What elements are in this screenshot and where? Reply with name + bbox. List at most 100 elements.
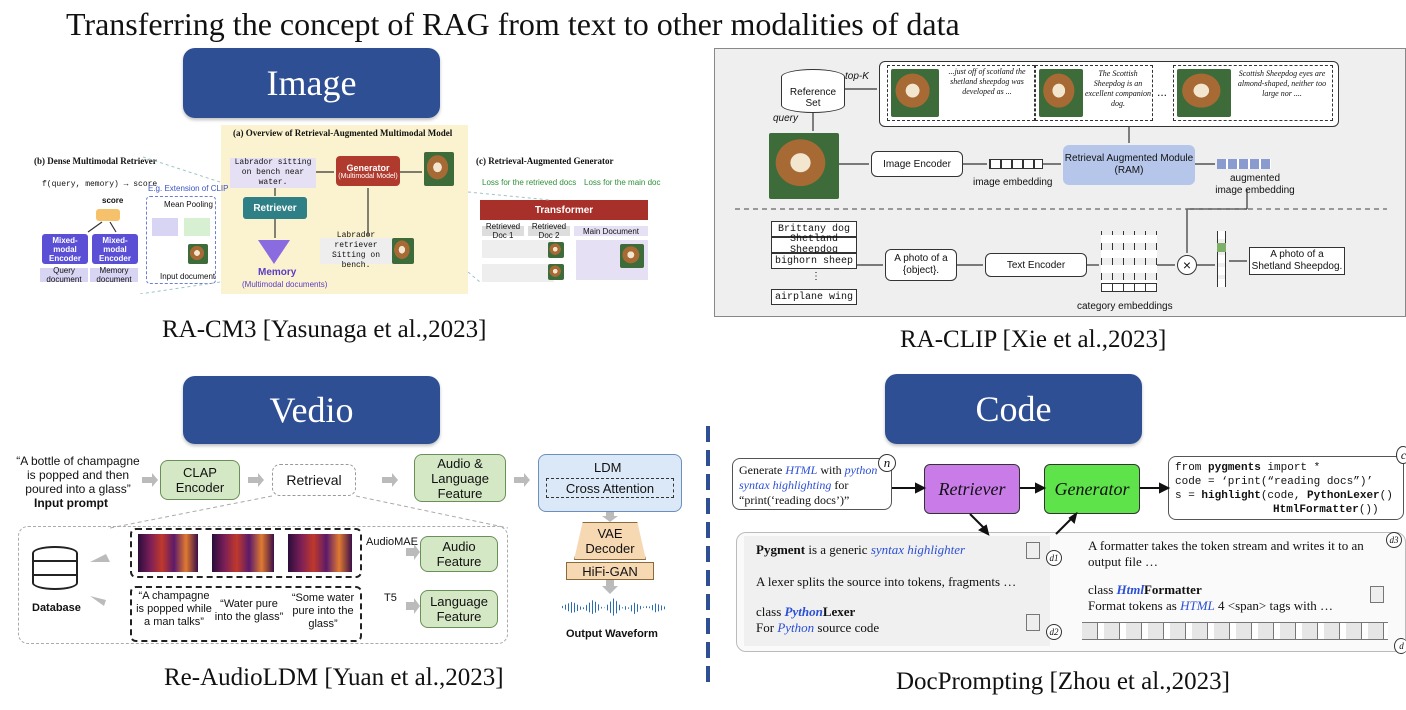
- ref-item-3: [1173, 65, 1333, 121]
- loss-retrieved-label: Loss for the retrieved docs: [482, 178, 577, 187]
- input-prompt-label: Input prompt: [34, 496, 108, 510]
- dp-code-import: import *: [1260, 462, 1321, 474]
- dp-doc-format-post: 4 <span> tags with …: [1214, 598, 1334, 613]
- dp-code-formatter: HtmlFormatter: [1273, 504, 1359, 516]
- memory-gem-icon: [258, 240, 290, 264]
- dp-generator-box: Generator: [1044, 464, 1140, 514]
- ref-text-2: The Scottish Sheepdog is an excellent co…: [1085, 69, 1151, 108]
- dense-retriever-title: (b) Dense Multimodal Retriever: [34, 156, 157, 166]
- dp-doc-formatter: A formatter takes the token stream and w…: [1088, 538, 1388, 614]
- dp-doc-pygment-syntax: syntax highlighter: [870, 542, 966, 557]
- transformer-block: Transformer: [480, 200, 648, 220]
- audiomae-label: AudioMAE: [366, 536, 418, 548]
- dp-code-args: (code,: [1260, 490, 1308, 502]
- class-item-3: bighorn sheep: [771, 253, 857, 269]
- score-function: f(query, memory) → score: [42, 180, 158, 189]
- dp-doc-formatter-html: Html: [1116, 582, 1144, 597]
- gen-doc-image-2: [548, 264, 564, 280]
- raclip-arrows: [735, 88, 1387, 266]
- caption-group: [130, 586, 362, 642]
- dp-code-highlight: highlight: [1201, 490, 1261, 502]
- database-icon: [32, 546, 78, 590]
- dp-arrows: [892, 482, 1171, 536]
- result-box: A photo of a Shetland Sheepdog.: [1249, 247, 1345, 275]
- cosine-box: [96, 209, 120, 221]
- category-embeddings-label: category embeddings: [1077, 301, 1173, 312]
- spectrogram-3: [288, 534, 352, 572]
- memory-document: Memory document: [90, 266, 138, 284]
- dp-doc-formatter-class: class HtmlFormatter: [1088, 582, 1388, 598]
- topk-label: top-K: [845, 71, 869, 82]
- dp-doc-lexer-for-python: Python: [777, 620, 815, 635]
- dp-code-lexer: PythonLexer: [1307, 490, 1380, 502]
- dp-doc-lexer-class: class PythonLexer: [756, 604, 1038, 620]
- retrieved-doc-1: Retrieved Doc 1: [482, 222, 524, 240]
- dp-doc-pygment-name: Pygment: [756, 542, 806, 557]
- class-item-1: Brittany dog: [771, 221, 857, 237]
- dp-doc-formatter-class-kw: class: [1088, 582, 1117, 597]
- retrieved-image: [392, 238, 414, 264]
- dp-doc-lexer-desc: A lexer splits the source into tokens, f…: [756, 574, 1017, 589]
- input-document-label: Input document: [160, 272, 216, 281]
- gen-main-image: [620, 244, 644, 268]
- score-label: score: [102, 196, 124, 205]
- ref-text-3: Scottish Sheepdog eyes are almond-shaped…: [1237, 69, 1327, 98]
- ref-dots: ...: [1157, 85, 1168, 99]
- dp-doc-pygment: Pygment is a generic syntax highlighter: [744, 536, 1050, 572]
- category-embedding-grid: [1101, 231, 1157, 291]
- dp-code-box: from pygments import * code = ‘print(“re…: [1168, 456, 1404, 520]
- vae-decoder-box: VAE Decoder: [574, 522, 646, 560]
- class-item-4: ⋮: [811, 271, 821, 282]
- retrieval-detail-panel: [18, 526, 508, 644]
- ref-image-2: [1039, 69, 1083, 117]
- ref-item-2: [1035, 65, 1153, 121]
- score-column: [1217, 231, 1226, 287]
- dp-doc-lexer-python: Python: [784, 604, 823, 619]
- dp-query-html: HTML: [785, 463, 818, 477]
- dp-retriever-box: Retriever: [924, 464, 1020, 514]
- dp-doc-icon-3: [1370, 586, 1384, 603]
- docprompting-caption: DocPrompting [Zhou et al.,2023]: [896, 668, 1230, 695]
- image-encoder-shape: [184, 218, 210, 236]
- slide-title: Transferring the concept of RAG from tex…: [66, 6, 960, 42]
- reaudioldm-caption: Re-AudioLDM [Yuan et al.,2023]: [164, 664, 504, 691]
- clap-encoder-box: CLAP Encoder: [160, 460, 240, 500]
- dp-code-line-2: code = ‘print(“reading docs”)’: [1175, 476, 1374, 488]
- mean-pooling-label: Mean Pooling: [164, 200, 213, 209]
- racm3-generator-sub: (Multimodal Model): [338, 172, 398, 180]
- ref-image-3: [1177, 69, 1231, 117]
- dp-doc-icon-2: [1026, 614, 1040, 631]
- reference-results-box: [879, 61, 1339, 127]
- spectrogram-2: [212, 534, 274, 572]
- dp-code-paren: (): [1379, 490, 1393, 502]
- racm3-generator: Generator (Multimodal Model): [336, 156, 400, 186]
- mixed-encoder-1: Mixed-modal Encoder: [42, 234, 88, 264]
- class-item-2: Shetland Sheepdog: [771, 234, 857, 256]
- prompt-text: “A bottle of champagne is popped and the…: [16, 454, 140, 496]
- retrieved-doc-2: Retrieved Doc 2: [528, 222, 570, 240]
- dp-code-pygments: pygments: [1208, 462, 1261, 474]
- racm3-figure: (a) Overview of Retrieval-Augmented Mult…: [30, 122, 670, 294]
- generated-image: [424, 152, 454, 186]
- dp-d1-label: d1: [1046, 550, 1062, 566]
- image-encoder-box: Image Encoder: [871, 151, 963, 177]
- ref-image-1: [891, 69, 939, 117]
- dp-code-line-1: from pygments import *: [1175, 461, 1397, 475]
- multiply-circle: ×: [1177, 255, 1197, 275]
- dp-query-post: for “print(‘reading docs’)”: [739, 478, 850, 507]
- dp-d3-label: d3: [1386, 532, 1402, 548]
- dp-doc-format-pre: Format tokens as: [1088, 598, 1181, 613]
- dp-doc-formatter-desc: A formatter takes the token stream and w…: [1088, 538, 1364, 569]
- text-encoder-shape: [152, 218, 178, 236]
- dp-dn-label: d: [1394, 638, 1406, 654]
- memory-sub-label: (Multimodal documents): [242, 280, 328, 289]
- dp-doc-icon-1: [1026, 542, 1040, 559]
- audio-caption-1: “A champagne is popped while a man talks…: [136, 590, 212, 628]
- racm3-generator-label: Generator: [346, 162, 390, 173]
- ref-item-1: [887, 65, 1035, 121]
- dp-code-line-4: HtmlFormatter()): [1175, 503, 1397, 517]
- audio-feature-box: Audio Feature: [420, 536, 498, 572]
- code-section-pill: Code: [885, 374, 1142, 444]
- dp-doc-icon-row: [1082, 622, 1388, 640]
- dp-query-pre: Generate: [739, 463, 786, 477]
